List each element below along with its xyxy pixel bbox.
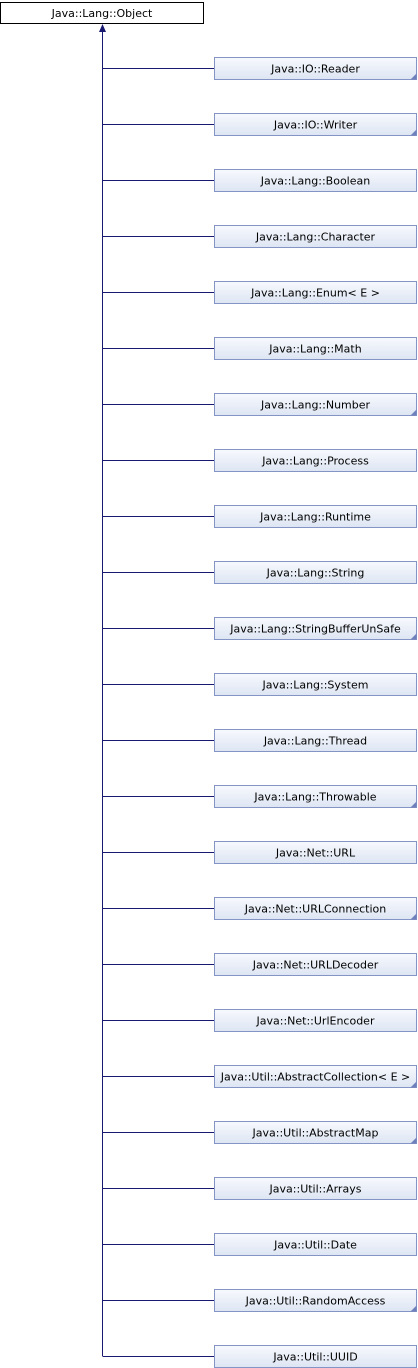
subclass-box (214, 225, 417, 248)
subclass-node[interactable]: Java::IO::Writer (214, 113, 417, 136)
collapsed-subtree-marker (410, 801, 417, 808)
subclass-box (214, 57, 417, 80)
subclass-label: Java::Lang::Boolean (260, 175, 370, 188)
subclass-label: Java::IO::Writer (273, 119, 358, 132)
subclass-box (214, 393, 417, 416)
subclass-node[interactable]: Java::Lang::Boolean (214, 169, 417, 192)
subclass-label: Java::Lang::String (266, 567, 365, 580)
collapsed-subtree-marker (410, 73, 417, 80)
subclass-box (214, 953, 417, 976)
subclass-node[interactable]: Java::Net::URLConnection (214, 897, 417, 920)
subclass-box (214, 1009, 417, 1032)
subclass-label: Java::Util::Arrays (269, 1183, 362, 1196)
subclass-node[interactable]: Java::Net::UrlEncoder (214, 1009, 417, 1032)
subclass-box (214, 1177, 417, 1200)
subclass-node[interactable]: Java::Lang::Character (214, 225, 417, 248)
subclass-label: Java::Lang::Throwable (253, 791, 376, 804)
subclass-node[interactable]: Java::Lang::String (214, 561, 417, 584)
subclass-node[interactable]: Java::Net::URL (214, 841, 417, 864)
subclass-box (214, 169, 417, 192)
subclass-box (214, 337, 417, 360)
subclass-node[interactable]: Java::Lang::Math (214, 337, 417, 360)
subclass-box (214, 449, 417, 472)
subclass-node[interactable]: Java::Util::UUID (214, 1345, 417, 1368)
collapsed-subtree-marker (410, 633, 417, 640)
subclass-box (214, 617, 417, 640)
subclass-box (214, 561, 417, 584)
subclass-node[interactable]: Java::Lang::Number (214, 393, 417, 416)
subclass-node[interactable]: Java::Util::AbstractCollection< E > (214, 1065, 417, 1088)
subclass-box (214, 1233, 417, 1256)
subclass-label: Java::Util::RandomAccess (245, 1295, 386, 1308)
subclass-node[interactable]: Java::IO::Reader (214, 57, 417, 80)
subclass-nodes: Java::IO::ReaderJava::IO::WriterJava::La… (214, 57, 417, 1368)
collapsed-subtree-marker (410, 1137, 417, 1144)
subclass-label: Java::Lang::Thread (263, 735, 367, 748)
subclass-node[interactable]: Java::Lang::Runtime (214, 505, 417, 528)
subclass-label: Java::Lang::System (262, 679, 369, 692)
subclass-label: Java::Util::UUID (272, 1351, 357, 1364)
subclass-node[interactable]: Java::Net::URLDecoder (214, 953, 417, 976)
subclass-node[interactable]: Java::Util::Arrays (214, 1177, 417, 1200)
collapsed-subtree-marker (410, 409, 417, 416)
subclass-node[interactable]: Java::Util::Date (214, 1233, 417, 1256)
inheritance-arrowhead (99, 24, 106, 32)
subclass-label: Java::Util::AbstractMap (252, 1127, 379, 1140)
collapsed-subtree-marker (410, 1305, 417, 1312)
subclass-node[interactable]: Java::Lang::Process (214, 449, 417, 472)
subclass-box (214, 673, 417, 696)
subclass-node[interactable]: Java::Util::RandomAccess (214, 1289, 417, 1312)
root-class-node[interactable]: Java::Lang::Object (0, 2, 204, 24)
subclass-node[interactable]: Java::Lang::Enum< E > (214, 281, 417, 304)
subclass-label: Java::Lang::Math (268, 343, 361, 356)
collapsed-subtree-marker (410, 1081, 417, 1088)
subclass-label: Java::Net::URLDecoder (252, 959, 379, 972)
subclass-box (214, 505, 417, 528)
subclass-label: Java::IO::Reader (270, 63, 360, 76)
subclass-label: Java::Net::UrlEncoder (256, 1015, 375, 1028)
subclass-node[interactable]: Java::Lang::Thread (214, 729, 417, 752)
subclass-box (214, 841, 417, 864)
subclass-box (214, 113, 417, 136)
subclass-box (214, 729, 417, 752)
subclass-box (214, 897, 417, 920)
subclass-box (214, 1121, 417, 1144)
subclass-label: Java::Lang::Number (260, 399, 371, 412)
subclass-node[interactable]: Java::Lang::StringBufferUnSafe (214, 617, 417, 640)
subclass-label: Java::Net::URLConnection (244, 903, 386, 916)
subclass-label: Java::Lang::Character (255, 231, 376, 244)
collapsed-subtree-marker (410, 129, 417, 136)
subclass-node[interactable]: Java::Util::AbstractMap (214, 1121, 417, 1144)
subclass-label: Java::Lang::Runtime (259, 511, 371, 524)
subclass-node[interactable]: Java::Lang::Throwable (214, 785, 417, 808)
subclass-label: Java::Net::URL (275, 847, 356, 860)
subclass-label: Java::Lang::StringBufferUnSafe (229, 623, 401, 636)
subclass-box (214, 1065, 417, 1088)
subclass-box (214, 281, 417, 304)
subclass-label: Java::Util::Date (273, 1239, 357, 1252)
subclass-node[interactable]: Java::Lang::System (214, 673, 417, 696)
subclass-label: Java::Lang::Enum< E > (250, 287, 380, 300)
subclass-label: Java::Util::AbstractCollection< E > (220, 1071, 411, 1084)
subclass-label: Java::Lang::Process (261, 455, 369, 468)
subclass-box (214, 785, 417, 808)
root-class-box (0, 2, 204, 24)
inheritance-edges (99, 24, 215, 1357)
collapsed-subtree-marker (410, 913, 417, 920)
subclass-box (214, 1289, 417, 1312)
root-class-label: Java::Lang::Object (51, 7, 153, 20)
